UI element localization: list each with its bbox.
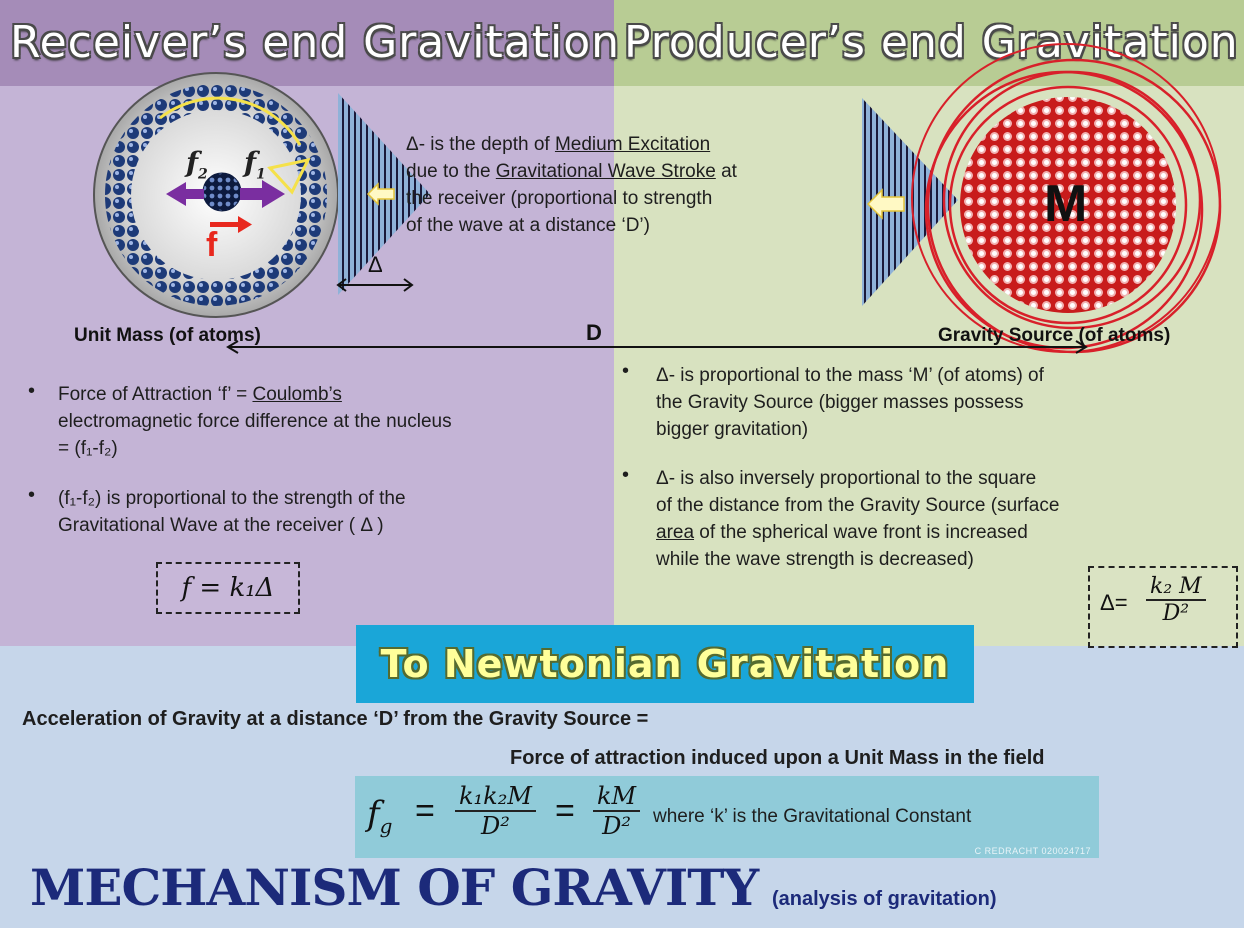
force-text: Force of attraction induced upon a Unit … bbox=[510, 747, 1045, 769]
f1-label: f1 bbox=[244, 146, 266, 183]
mass-label: M bbox=[1044, 175, 1088, 233]
newtonian-banner: To Newtonian Gravitation bbox=[356, 625, 974, 703]
medium-excitation-text: Δ- is the depth of Medium Excitation due… bbox=[406, 134, 737, 236]
newtonian-equation-box: fg = k₁k₂M D² = kM D² where ‘k’ is the G… bbox=[355, 776, 1099, 858]
distance-label: D bbox=[586, 320, 602, 345]
f-label: f bbox=[206, 226, 218, 264]
f2-label: f2 bbox=[186, 146, 208, 183]
acceleration-text: Acceleration of Gravity at a distance ‘D… bbox=[22, 708, 649, 730]
producer-formula-box: Δ= k₂ M D² bbox=[1088, 566, 1238, 648]
receiver-title: Receiver’s end Gravitation bbox=[10, 17, 621, 68]
receiver-wave-triangle bbox=[338, 93, 430, 295]
producer-title-band bbox=[614, 0, 1244, 86]
red-force-arrow bbox=[210, 216, 252, 233]
credit-watermark: C REDRACHT 020024717 bbox=[974, 846, 1091, 856]
gravity-source-label: Gravity Source (of atoms) bbox=[938, 325, 1171, 346]
mechanism-title: MECHANISM OF GRAVITY bbox=[30, 858, 759, 917]
gravity-source bbox=[911, 43, 1222, 354]
delta-dimension-arrow bbox=[336, 278, 414, 292]
mechanism-subtitle: (analysis of gravitation) bbox=[772, 888, 997, 910]
unit-mass-atom bbox=[93, 72, 339, 318]
unit-mass-label: Unit Mass (of atoms) bbox=[74, 325, 261, 346]
gravitation-diagram bbox=[93, 43, 1222, 354]
producer-wave-triangle bbox=[862, 98, 958, 306]
purple-force-arrows bbox=[166, 180, 285, 208]
delta-label: Δ bbox=[368, 252, 383, 277]
distance-arrow bbox=[226, 340, 1088, 354]
receiver-title-band bbox=[0, 0, 614, 86]
receiver-formula-box: f = k₁Δ bbox=[156, 562, 300, 614]
